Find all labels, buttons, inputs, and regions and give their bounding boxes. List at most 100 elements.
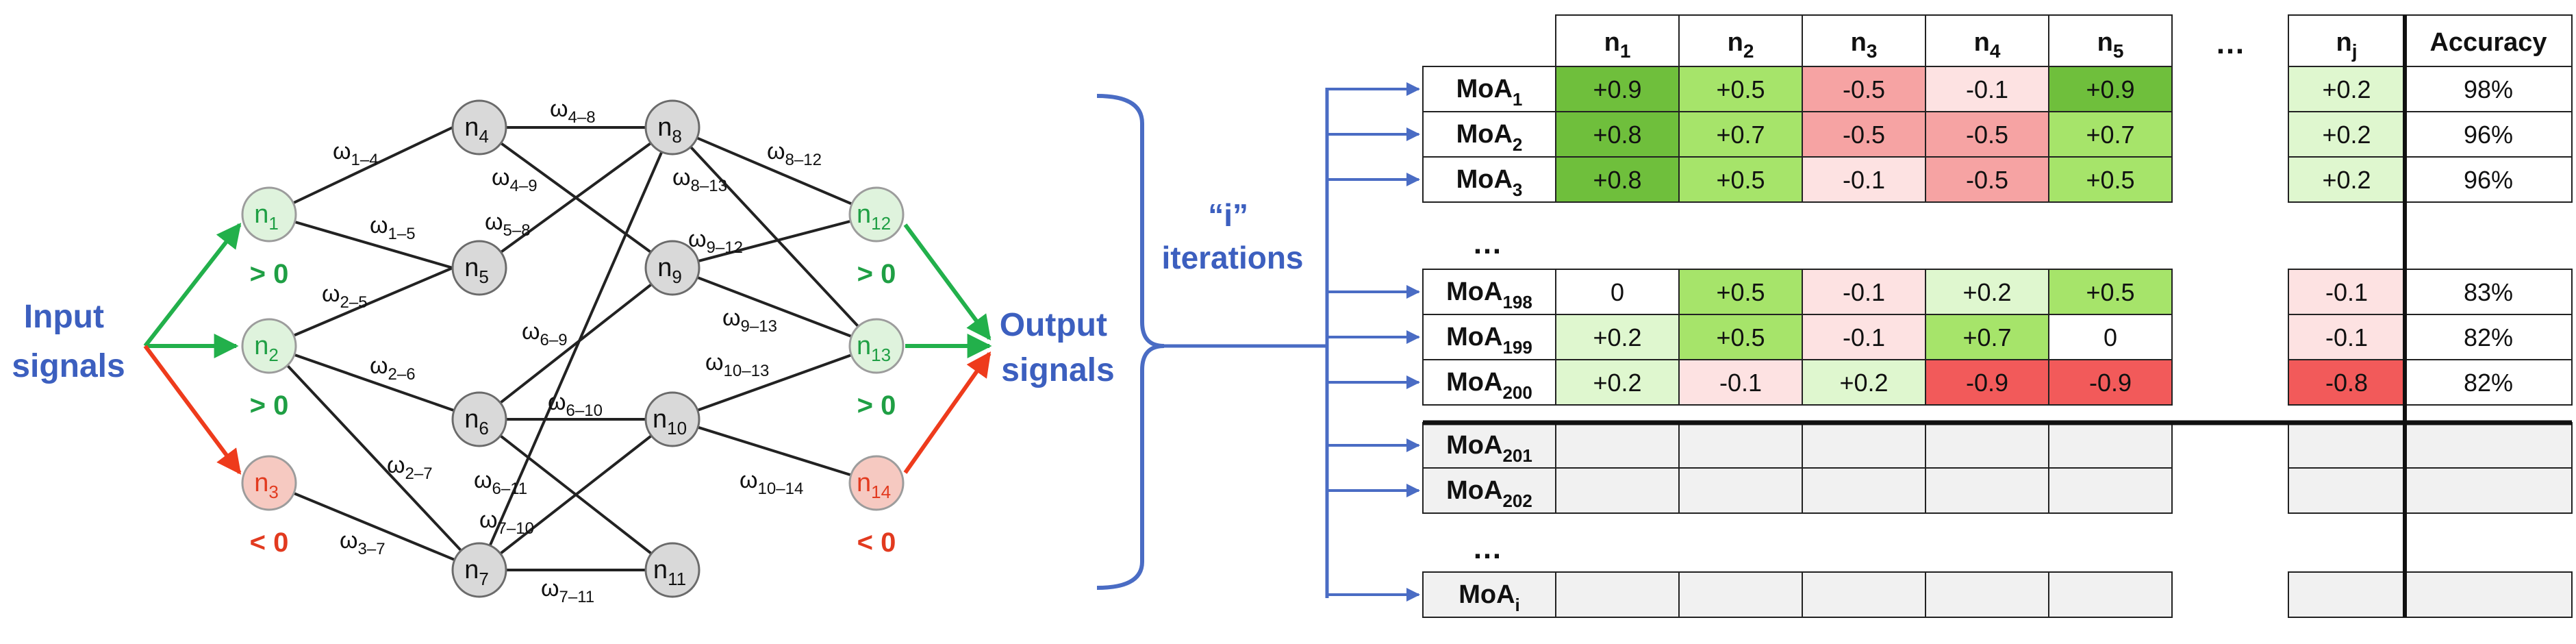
value-cell xyxy=(1555,111,1680,158)
value-label: +0.7 xyxy=(1962,323,2011,351)
row-header-cell xyxy=(1422,359,1556,406)
value-cell xyxy=(1555,422,1680,469)
node-label-n5: n5 xyxy=(464,253,489,287)
node-label-n4: n4 xyxy=(464,113,489,147)
weight-label-w1-4: ω1–4 xyxy=(333,138,379,169)
edge-n7-n10 xyxy=(478,418,674,571)
value-cell xyxy=(1925,422,2049,469)
input-arrow-n3 xyxy=(143,345,242,475)
value-cell xyxy=(2048,314,2173,360)
value-label: +0.2 xyxy=(1839,369,1888,397)
value-label: +0.7 xyxy=(1716,121,1765,149)
row-header-label: MoA201 xyxy=(1446,431,1532,466)
row-header-label: MoA200 xyxy=(1446,368,1532,403)
weight-label-w9-13: ω9–13 xyxy=(722,305,777,336)
value-label: -0.9 xyxy=(1966,369,2008,397)
value-cell xyxy=(1925,467,2049,514)
edge-n9-n12 xyxy=(672,213,877,269)
accuracy-cell xyxy=(2404,571,2573,618)
header-cell-4 xyxy=(2048,14,2173,67)
weight-label-w4-8: ω4–8 xyxy=(550,96,596,127)
value-label: -0.1 xyxy=(1843,166,1885,194)
header-cell-7 xyxy=(2404,14,2573,67)
value-cell xyxy=(2048,359,2173,406)
node-circle-n7 xyxy=(451,542,507,598)
value-label: -0.5 xyxy=(1843,121,1885,149)
weight-label-w2-7: ω2–7 xyxy=(387,452,433,483)
value-cell xyxy=(1555,359,1680,406)
node-sign-n3: < 0 xyxy=(250,528,289,558)
header-cell-6 xyxy=(2288,14,2405,67)
accuracy-cell xyxy=(2404,359,2573,406)
node-n13: n13 > 0 xyxy=(848,318,905,421)
value-cell xyxy=(1678,467,1803,514)
node-circle-n13 xyxy=(848,318,905,374)
node-label-n2: n2 xyxy=(254,332,279,365)
accuracy-label: 82% xyxy=(2464,323,2513,351)
value-label: +0.9 xyxy=(1593,75,1641,103)
value-cell xyxy=(2048,269,2173,315)
value-label: -0.5 xyxy=(1843,75,1885,103)
node-label-n1: n1 xyxy=(254,200,279,234)
edge-n2-n5 xyxy=(268,267,453,347)
value-cell xyxy=(2048,156,2173,203)
value-cell xyxy=(1802,467,1926,514)
value-label: -0.5 xyxy=(1966,166,2008,194)
nj-label: +0.2 xyxy=(2322,121,2371,149)
accuracy-label: 83% xyxy=(2464,278,2513,306)
accuracy-cell xyxy=(2404,314,2573,360)
weight-label-w2-6: ω2–6 xyxy=(370,353,416,384)
accuracy-label: 98% xyxy=(2464,75,2513,103)
row-header-cell xyxy=(1422,269,1556,315)
node-circle-n1 xyxy=(241,186,297,243)
node-label-n13: n13 xyxy=(857,332,891,365)
nj-cell xyxy=(2288,571,2405,618)
value-cell xyxy=(2048,467,2173,514)
node-n8: n8 xyxy=(644,99,700,156)
weight-label-w6-11: ω6–11 xyxy=(474,467,527,498)
value-label: +0.2 xyxy=(1593,323,1641,351)
header-label-3: n4 xyxy=(1974,28,2001,62)
value-cell xyxy=(2048,111,2173,158)
weight-label-w5-8: ω5–8 xyxy=(485,209,531,240)
node-sign-n13: > 0 xyxy=(857,391,896,421)
value-cell xyxy=(2048,422,2173,469)
weight-label-w7-11: ω7–11 xyxy=(541,575,594,606)
node-n9: n9 xyxy=(644,240,700,296)
value-cell xyxy=(2048,66,2173,112)
edge-n2-n6 xyxy=(268,345,480,421)
node-n2: n2> 0 xyxy=(241,318,297,421)
value-cell xyxy=(1802,571,1926,618)
value-label: -0.5 xyxy=(1966,121,2008,149)
edge-n10-n13 xyxy=(672,345,877,421)
iterations-connector: “i” iterations xyxy=(1096,82,1420,602)
row-header-cell xyxy=(1422,111,1556,158)
value-cell xyxy=(1555,467,1680,514)
header-cell-3 xyxy=(1925,14,2049,67)
output-arrow-n14 xyxy=(903,351,992,474)
accuracy-cell xyxy=(2404,156,2573,203)
row-header-label: MoA199 xyxy=(1446,323,1532,358)
value-label: -0.1 xyxy=(1719,369,1762,397)
accuracy-cell xyxy=(2404,111,2573,158)
edge-n6-n9 xyxy=(478,267,674,421)
row-header-cell xyxy=(1422,66,1556,112)
edge-n3-n7 xyxy=(268,482,480,571)
row-header-cell xyxy=(1422,314,1556,360)
node-n6: n6 xyxy=(451,391,507,447)
node-label-n6: n6 xyxy=(464,405,489,438)
header-cell-0 xyxy=(1555,14,1680,67)
output-arrows xyxy=(903,223,992,474)
edge-n10-n14 xyxy=(672,418,877,484)
row-header-label: MoA2 xyxy=(1456,120,1523,155)
output-arrow-n12 xyxy=(903,223,992,340)
value-cell xyxy=(1925,111,2049,158)
accuracy-cell xyxy=(2404,66,2573,112)
value-label: -0.1 xyxy=(1843,278,1885,306)
node-circle-n2 xyxy=(241,318,297,374)
weight-label-w8-12: ω8–12 xyxy=(767,138,822,169)
